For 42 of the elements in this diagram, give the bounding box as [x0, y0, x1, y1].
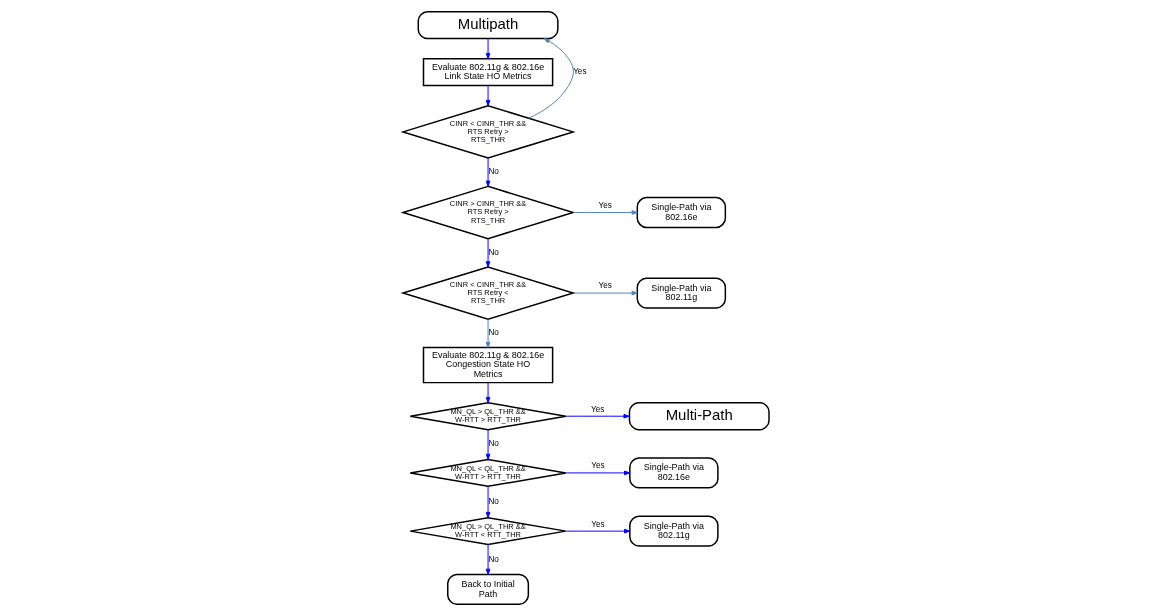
arrow: [485, 38, 490, 60]
arrow: [527, 38, 574, 119]
node-box: Back to Initial Path: [446, 573, 529, 605]
arrow: [572, 290, 638, 296]
arrow: [485, 429, 490, 460]
node-box: Multi-Path: [628, 402, 770, 431]
arrow: [485, 85, 490, 107]
arrow: [485, 382, 490, 404]
node-diamond: MN_QL > QL_THR && W-RTT > RTT_THR: [409, 402, 567, 431]
edge-label: No: [487, 497, 499, 507]
edge-label: Yes: [598, 200, 612, 210]
arrow: [565, 413, 630, 419]
node-diamond: CINR < CINR_THR && RTS Retry < RTS_THR: [399, 266, 576, 320]
arrow: [485, 486, 490, 519]
arrow: [485, 157, 490, 187]
edge-label: Yes: [590, 519, 605, 529]
node-box: Multipath: [417, 11, 559, 40]
node-diamond: MN_QL < QL_THR && W-RTT > RTT_THR: [409, 458, 567, 488]
edge-label: No: [487, 167, 499, 177]
arrow: [565, 528, 630, 534]
node-box: Evaluate 802.11g & 802.16e Link State HO Metrics: [422, 58, 553, 87]
arrow: [565, 470, 630, 476]
node-diamond: CINR > CINR_THR && RTS Retry > RTS_THR: [399, 185, 576, 240]
arrow: [485, 318, 490, 348]
edge-label: Yes: [590, 461, 605, 471]
edge-label: No: [487, 328, 499, 338]
edge-label: Yes: [598, 281, 612, 291]
arrow: [485, 238, 490, 268]
node-box: Single-Path via 802.11g: [628, 515, 719, 547]
node-box: Single-Path via 802.16e: [628, 457, 719, 489]
edge-label: No: [487, 247, 499, 257]
arrow: [485, 544, 490, 575]
edge-label: Yes: [590, 404, 604, 414]
node-box: Single-Path via 802.16e: [636, 196, 726, 229]
node-box: Single-Path via 802.11g: [636, 277, 726, 309]
edge-label: No: [487, 555, 499, 565]
node-diamond: MN_QL > QL_THR && W-RTT < RTT_THR: [409, 516, 567, 546]
node-box: Evaluate 802.11g & 802.16e Congestion State HO Metrics: [422, 346, 553, 384]
node-diamond: CINR < CINR_THR && RTS Retry > RTS_THR: [399, 105, 576, 159]
arrow: [572, 210, 638, 215]
edge-label: Yes: [572, 67, 587, 77]
edge-label: No: [487, 438, 499, 448]
